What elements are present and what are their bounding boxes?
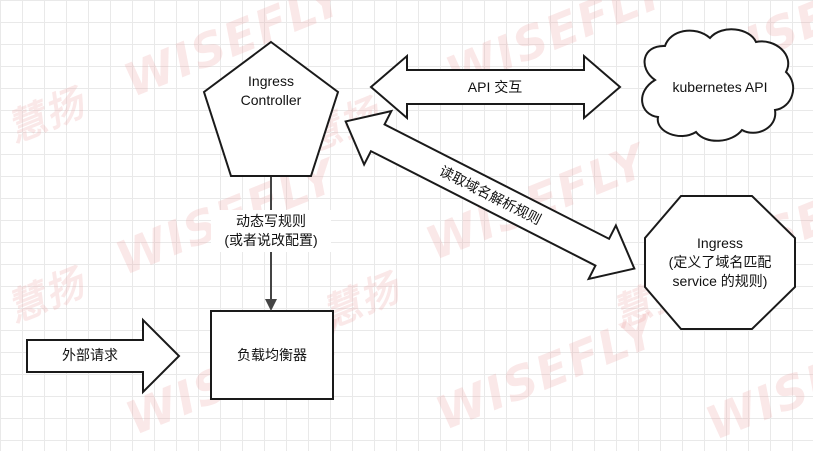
read-domain-rules-arrow (344, 109, 636, 281)
ingress-node (644, 195, 796, 330)
ingress-controller-label: Ingress Controller (240, 73, 302, 108)
load-balancer-label: 负载均衡器 (237, 347, 307, 363)
external-request-arrow (26, 317, 181, 395)
kubernetes-api-cloud (641, 28, 795, 142)
ingress-label: Ingress (定义了域名匹配 service 的规则) (668, 235, 772, 289)
diagram-canvas (26, 28, 796, 400)
api-interaction-label: API 交互 (467, 79, 523, 95)
kubernetes-api-label: kubernetes API (672, 79, 768, 95)
dynamic-write-label: 动态写规则 (或者说改配置) (211, 210, 331, 252)
ingress-controller-node (202, 40, 340, 177)
api-interaction-arrow (369, 53, 622, 121)
external-request-label: 外部请求 (62, 347, 118, 363)
load-balancer-node (210, 310, 334, 400)
